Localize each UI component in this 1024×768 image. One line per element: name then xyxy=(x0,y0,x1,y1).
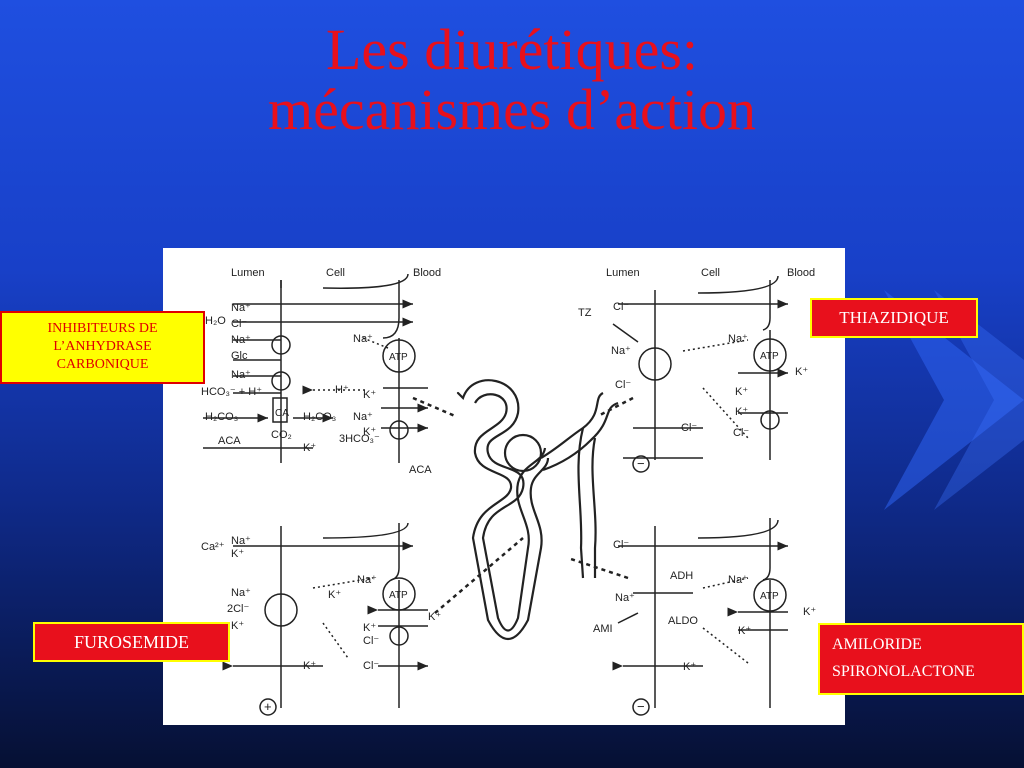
panel-henle-loop xyxy=(222,522,428,708)
header-blood-tl: Blood xyxy=(413,267,441,279)
br-adh: ADH xyxy=(670,570,693,582)
chevron-decoration xyxy=(884,290,1024,510)
panel-distal-tubule xyxy=(612,275,788,460)
tr-k-d: K⁺ xyxy=(735,406,748,418)
tl-na-b: Na⁺ xyxy=(353,333,373,345)
tr-cl2: Cl⁻ xyxy=(615,379,631,391)
br-minus: − xyxy=(637,699,645,714)
br-na-b: Na⁺ xyxy=(728,574,748,586)
header-lumen-tl: Lumen xyxy=(231,267,265,279)
bl-k3: K⁺ xyxy=(303,660,316,672)
bl-k: K⁺ xyxy=(231,548,244,560)
slide-title: Les diurétiques: mécanismes d’action xyxy=(0,20,1024,140)
bl-plus: + xyxy=(264,699,272,714)
tr-atp: ATP xyxy=(760,351,779,362)
header-cell-tl: Cell xyxy=(326,267,345,279)
bl-na: Na⁺ xyxy=(231,535,251,547)
bl-atp: ATP xyxy=(389,590,408,601)
bl-k-l: K⁺ xyxy=(328,589,341,601)
bl-k-c: K⁺ xyxy=(363,622,376,634)
header-lumen-tr: Lumen xyxy=(606,267,640,279)
br-na: Na⁺ xyxy=(615,592,635,604)
bl-cl-c: Cl⁻ xyxy=(363,660,379,672)
tl-aca2: ACA xyxy=(409,464,432,476)
tr-cl-c: Cl⁻ xyxy=(733,427,749,439)
tl-ca: CA xyxy=(275,408,289,419)
bl-cl2: 2Cl⁻ xyxy=(227,603,250,615)
inhib-line-2: L’ANHYDRASE xyxy=(53,339,152,354)
tr-na-b: Na⁺ xyxy=(728,333,748,345)
tl-glc: Glc xyxy=(231,350,248,362)
nephron-diagram-panel: Lumen Cell Blood Na⁺ Cl⁻ H₂O Na⁺ Glc Na⁺… xyxy=(163,248,845,725)
tr-k-b: K⁺ xyxy=(795,366,808,378)
bl-na-b: Na⁺ xyxy=(357,574,377,586)
label-amiloride-spironolactone: AMILORIDE SPIRONOLACTONE xyxy=(818,623,1024,695)
title-line-2: mécanismes d’action xyxy=(268,77,756,142)
tl-hco3h: HCO₃⁻ + H⁺ xyxy=(201,386,262,398)
tl-k-b: K⁺ xyxy=(363,389,376,401)
tl-atp: ATP xyxy=(389,352,408,363)
label-thiazidique: THIAZIDIQUE xyxy=(810,298,978,338)
amilo-line-1: AMILORIDE xyxy=(832,636,922,653)
br-atp: ATP xyxy=(760,591,779,602)
br-k-c: K⁺ xyxy=(738,625,751,637)
tl-h2co3: H₂CO₃ xyxy=(205,411,238,423)
tl-aca: ACA xyxy=(218,435,241,447)
tl-h2co3b: H₂CO₃ xyxy=(303,411,336,423)
nephron-illustration xyxy=(456,379,619,640)
tr-cl: Cl⁻ xyxy=(613,301,629,313)
nephron-diagram: Lumen Cell Blood Na⁺ Cl⁻ H₂O Na⁺ Glc Na⁺… xyxy=(201,267,816,716)
tl-na3: Na⁺ xyxy=(231,369,251,381)
bl-cl-b: Cl⁻ xyxy=(363,635,379,647)
br-ami: AMI xyxy=(593,623,613,635)
tl-hco3x3: 3HCO₃⁻ xyxy=(339,433,380,445)
panel-proximal-tubule xyxy=(203,273,428,463)
tr-tz: TZ xyxy=(578,307,592,319)
tl-hplus: H⁺ xyxy=(335,384,349,396)
tr-minus: − xyxy=(637,456,645,471)
tr-na: Na⁺ xyxy=(611,345,631,357)
inhib-line-3: CARBONIQUE xyxy=(56,357,149,372)
inhib-line-1: INHIBITEURS DE xyxy=(47,321,158,336)
br-k-b: K⁺ xyxy=(803,606,816,618)
tl-na2: Na⁺ xyxy=(231,334,251,346)
bl-k-b: K⁺ xyxy=(428,611,441,623)
bl-ca: Ca²⁺ xyxy=(201,541,225,553)
header-blood-tr: Blood xyxy=(787,267,815,279)
tl-na-c: Na⁺ xyxy=(353,411,373,423)
tl-co2: CO₂ xyxy=(271,429,292,441)
panel-collecting-duct xyxy=(612,518,788,708)
tl-k-c: K⁺ xyxy=(363,426,376,438)
amilo-line-2: SPIRONOLACTONE xyxy=(832,663,975,680)
bl-k2: K⁺ xyxy=(231,620,244,632)
header-cell-tr: Cell xyxy=(701,267,720,279)
label-inhibiteurs-anhydrase-carbonique: INHIBITEURS DE L’ANHYDRASE CARBONIQUE xyxy=(0,311,205,384)
tl-na: Na⁺ xyxy=(231,302,251,314)
tl-kplus: K⁺ xyxy=(303,442,316,454)
title-line-1: Les diurétiques: xyxy=(325,17,699,82)
bl-na2: Na⁺ xyxy=(231,587,251,599)
tl-h2o: H₂O xyxy=(205,315,226,327)
tl-cl: Cl⁻ xyxy=(231,318,247,330)
tr-cl-b: Cl⁻ xyxy=(681,422,697,434)
label-furosemide: FUROSEMIDE xyxy=(33,622,230,662)
br-cl: Cl⁻ xyxy=(613,539,629,551)
tr-k-c: K⁺ xyxy=(735,386,748,398)
br-k-l: K⁺ xyxy=(683,661,696,673)
br-aldo: ALDO xyxy=(668,615,698,627)
